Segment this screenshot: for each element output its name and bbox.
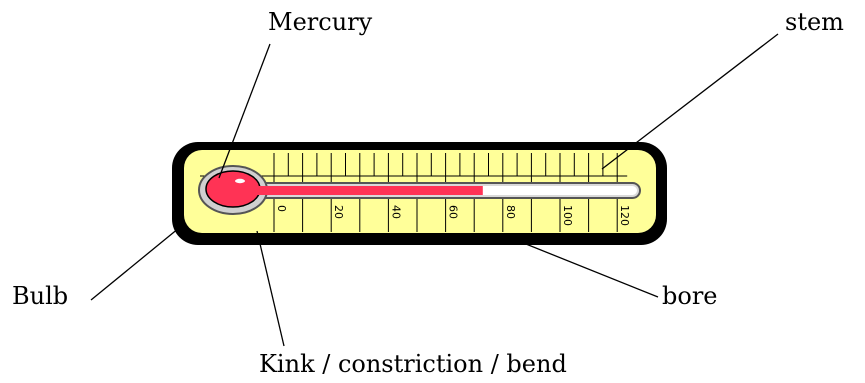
- leader-lines: [90, 33, 779, 347]
- tick-label-100: 100: [561, 205, 574, 226]
- tick-label-80: 80: [504, 205, 517, 219]
- label-stem: stem: [785, 8, 844, 36]
- label-bore: bore: [662, 282, 718, 310]
- tick-labels: 0 20 40 60 80 100 120: [275, 205, 631, 226]
- mercury-leader-line: [218, 43, 271, 179]
- bulb-highlight: [235, 178, 245, 184]
- bulb-leader-line: [90, 227, 180, 301]
- label-mercury: Mercury: [268, 8, 373, 36]
- label-bulb: Bulb: [12, 282, 68, 310]
- tick-label-40: 40: [389, 205, 402, 219]
- kink-leader-line: [256, 230, 285, 347]
- tick-label-60: 60: [447, 205, 460, 219]
- label-kink: Kink / constriction / bend: [259, 350, 567, 378]
- mercury-column: [256, 186, 483, 195]
- tick-label-120: 120: [618, 205, 631, 226]
- bore-leader-line: [500, 233, 659, 298]
- tick-label-20: 20: [332, 205, 345, 219]
- stem-leader-line: [601, 33, 779, 170]
- tick-label-0: 0: [275, 205, 288, 212]
- bulb-mercury: [205, 170, 261, 208]
